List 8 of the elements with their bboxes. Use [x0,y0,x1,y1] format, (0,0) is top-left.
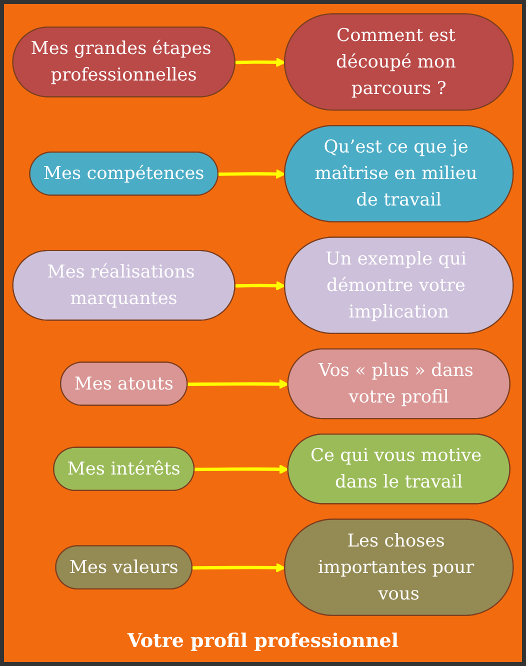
arrow [188,380,289,390]
arrow [192,563,286,573]
arrow [235,58,286,68]
arrow [218,170,286,180]
caption: Votre profil professionnel [127,630,399,652]
arrow [235,281,286,291]
arrow [194,464,289,474]
page-background: Mes grandes étapes professionnelles Comment est découpé mon parcours ? Mes compétences Qu’est ce que je maîtrise en milieu de travail Mes réalisations marquantes Un exemple qui démontre votre implication Mes atouts Vos « plus » dans votre profil Mes intérêts Ce qui vous motive dans le travail Mes valeurs Les choses importantes pour vous Votre profil professionnel [4,4,522,662]
